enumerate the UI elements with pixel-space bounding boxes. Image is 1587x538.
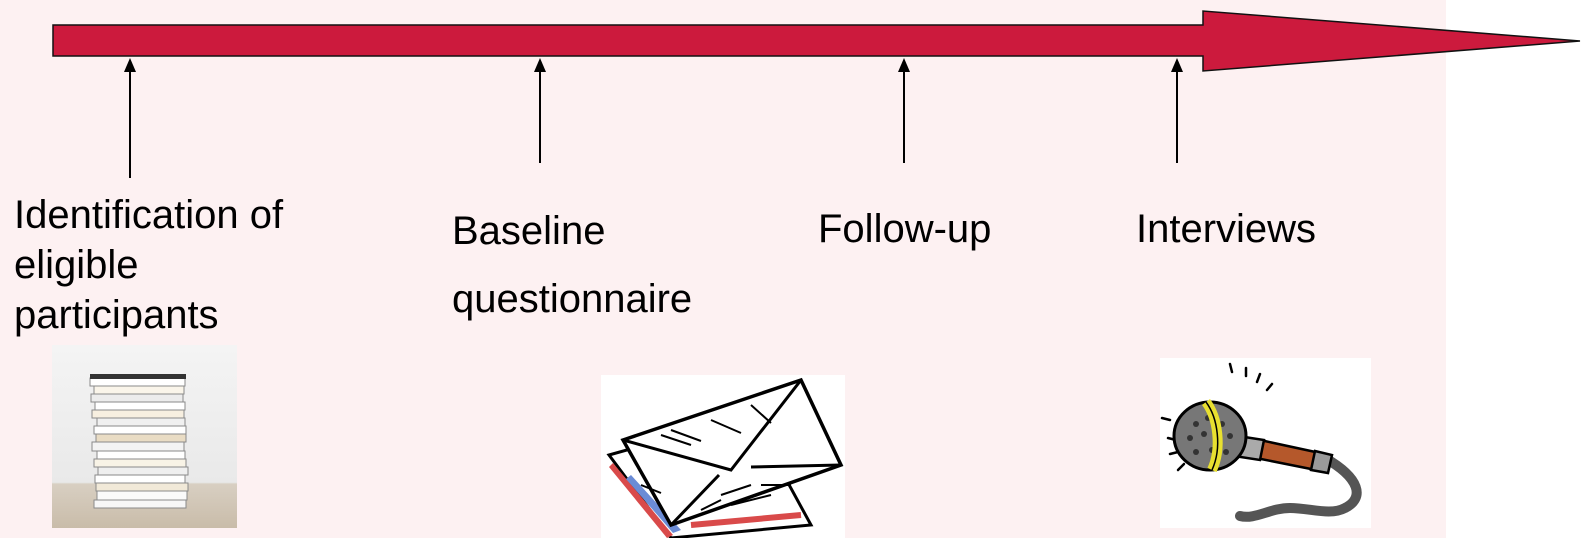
label-line: Identification of [14, 193, 284, 237]
label-line: questionnaire [452, 277, 693, 321]
envelope-mail-icon [601, 375, 845, 538]
milestone-label-baseline: Baseline questionnaire [452, 197, 692, 333]
label-line: eligible [14, 243, 139, 287]
milestone-label-identification: Identification of eligible participants [14, 190, 283, 340]
microphone-icon [1160, 358, 1371, 528]
label-line: Follow-up [818, 207, 992, 251]
document-stack-icon [52, 345, 237, 528]
milestone-label-follow-up: Follow-up [818, 204, 991, 254]
label-line: participants [14, 293, 219, 337]
label-line: Interviews [1136, 207, 1317, 251]
milestone-label-interviews: Interviews [1136, 204, 1316, 254]
timeline-arrow [52, 10, 1581, 72]
label-line: Baseline [452, 209, 606, 253]
